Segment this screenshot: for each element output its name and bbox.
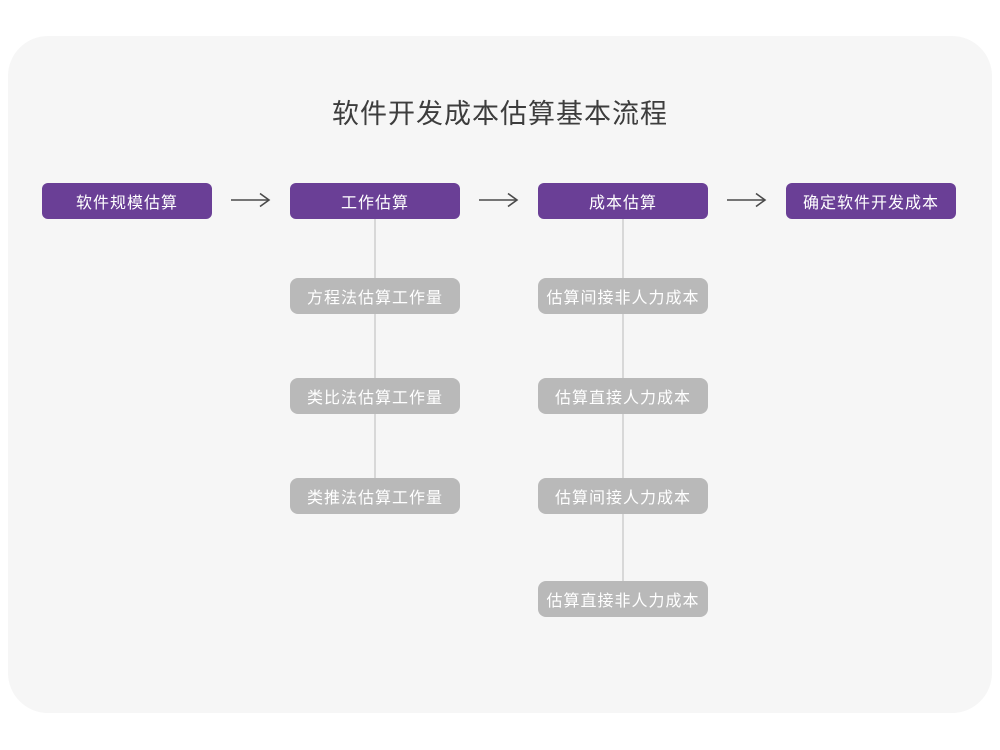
flow-node-cost-estimation: 成本估算: [538, 183, 708, 219]
sub-node-analogy-method-effort: 类比法估算工作量: [290, 378, 460, 414]
arrow-right-icon: [727, 192, 767, 208]
arrow-right-icon: [231, 192, 271, 208]
connector-line-effort-chain: [374, 218, 376, 497]
sub-node-extrapolation-method-effort: 类推法估算工作量: [290, 478, 460, 514]
sub-node-equation-method-effort: 方程法估算工作量: [290, 278, 460, 314]
flow-node-effort-estimation: 工作估算: [290, 183, 460, 219]
sub-node-direct-labor-cost: 估算直接人力成本: [538, 378, 708, 414]
flow-node-determine-development-cost: 确定软件开发成本: [786, 183, 956, 219]
sub-node-indirect-labor-cost: 估算间接人力成本: [538, 478, 708, 514]
flow-node-software-size-estimation: 软件规模估算: [42, 183, 212, 219]
sub-node-indirect-non-labor-cost: 估算间接非人力成本: [538, 278, 708, 314]
diagram-title: 软件开发成本估算基本流程: [332, 99, 668, 130]
arrow-right-icon: [479, 192, 519, 208]
sub-node-direct-non-labor-cost: 估算直接非人力成本: [538, 581, 708, 617]
diagram-card: [8, 36, 992, 713]
